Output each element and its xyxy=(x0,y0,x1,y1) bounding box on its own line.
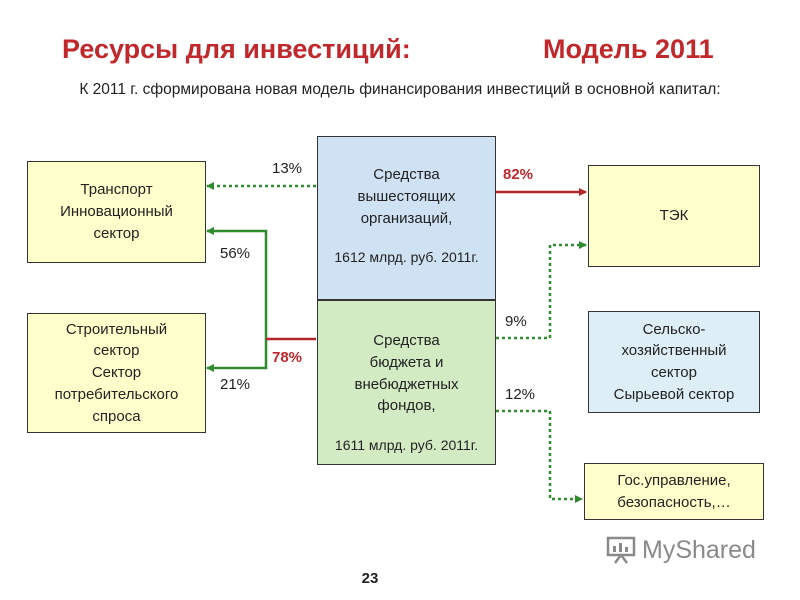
box-budget-amount: 1611 млрд. руб. 2011г. xyxy=(334,437,479,453)
box-budget-funds: Средства бюджета и внебюджетных фондов, … xyxy=(317,300,496,465)
box-higher-amount: 1612 млрд. руб. 2011г. xyxy=(334,249,479,266)
box-budget-line-4: фондов, xyxy=(377,397,436,415)
arrow-9-to-tek xyxy=(496,241,587,340)
pct-9-label: 9% xyxy=(505,313,527,330)
pct-78-label: 78% xyxy=(272,349,303,366)
arrow-12-to-gov xyxy=(496,409,583,503)
pct-12-label: 12% xyxy=(505,386,536,403)
pct-21-label: 21% xyxy=(220,376,251,393)
box-government: Гос.управление, безопасность,… xyxy=(584,463,764,520)
page-title-right: Модель 2011 xyxy=(543,34,714,64)
box-agriculture: Сельско- хозяйственный сектор Сырьевой с… xyxy=(588,311,760,413)
box-construction: Строительный сектор Сектор потребительск… xyxy=(27,313,206,433)
box-higher-line-1: Средства xyxy=(373,166,440,183)
presentation-icon xyxy=(606,536,636,564)
pct-13-label: 13% xyxy=(272,160,303,177)
box-transport-line-3: сектор xyxy=(93,224,140,242)
arrow-56-to-transport xyxy=(206,227,268,337)
box-agri-line-1: Сельско- xyxy=(642,320,706,338)
watermark-text: MyShared xyxy=(642,535,756,564)
box-agri-line-2: хозяйственный xyxy=(621,342,727,360)
box-construction-line-4: потребительского xyxy=(54,385,179,403)
box-budget-line-2: бюджета и xyxy=(369,353,444,371)
box-gov-line-1: Гос.управление, xyxy=(617,471,731,489)
box-agri-line-4: Сырьевой сектор xyxy=(613,385,735,403)
box-transport: Транспорт Инновационный сектор xyxy=(27,161,206,263)
box-transport-line-1: Транспорт xyxy=(80,181,153,199)
box-agri-line-3: сектор xyxy=(651,364,697,381)
page-subtitle: К 2011 г. сформирована новая модель фина… xyxy=(79,81,721,98)
box-transport-line-2: Инновационный xyxy=(60,203,173,221)
box-construction-line-2: сектор xyxy=(93,342,140,360)
box-higher-line-2: вышестоящих xyxy=(357,187,456,205)
box-gov-line-2: безопасность,… xyxy=(617,493,731,511)
box-budget-line-3: внебюджетных xyxy=(354,375,459,393)
box-higher-organizations: Средства вышестоящих организаций, 1612 м… xyxy=(317,136,496,300)
page-number: 23 xyxy=(361,570,379,587)
box-construction-line-1: Строительный xyxy=(65,320,168,338)
pct-82-label: 82% xyxy=(503,166,534,183)
arrow-21-to-construction xyxy=(206,337,268,372)
page-title-left: Ресурсы для инвестиций: xyxy=(62,34,411,64)
box-construction-line-3: Сектор xyxy=(91,364,142,382)
pct-56-label: 56% xyxy=(220,245,251,262)
box-tek-line-1: ТЭК xyxy=(659,207,689,225)
box-construction-line-5: спроса xyxy=(92,407,141,425)
box-tek: ТЭК xyxy=(588,165,760,267)
watermark: MyShared xyxy=(606,535,756,565)
box-budget-line-1: Средства xyxy=(373,332,440,349)
box-higher-line-3: организаций, xyxy=(360,209,453,227)
